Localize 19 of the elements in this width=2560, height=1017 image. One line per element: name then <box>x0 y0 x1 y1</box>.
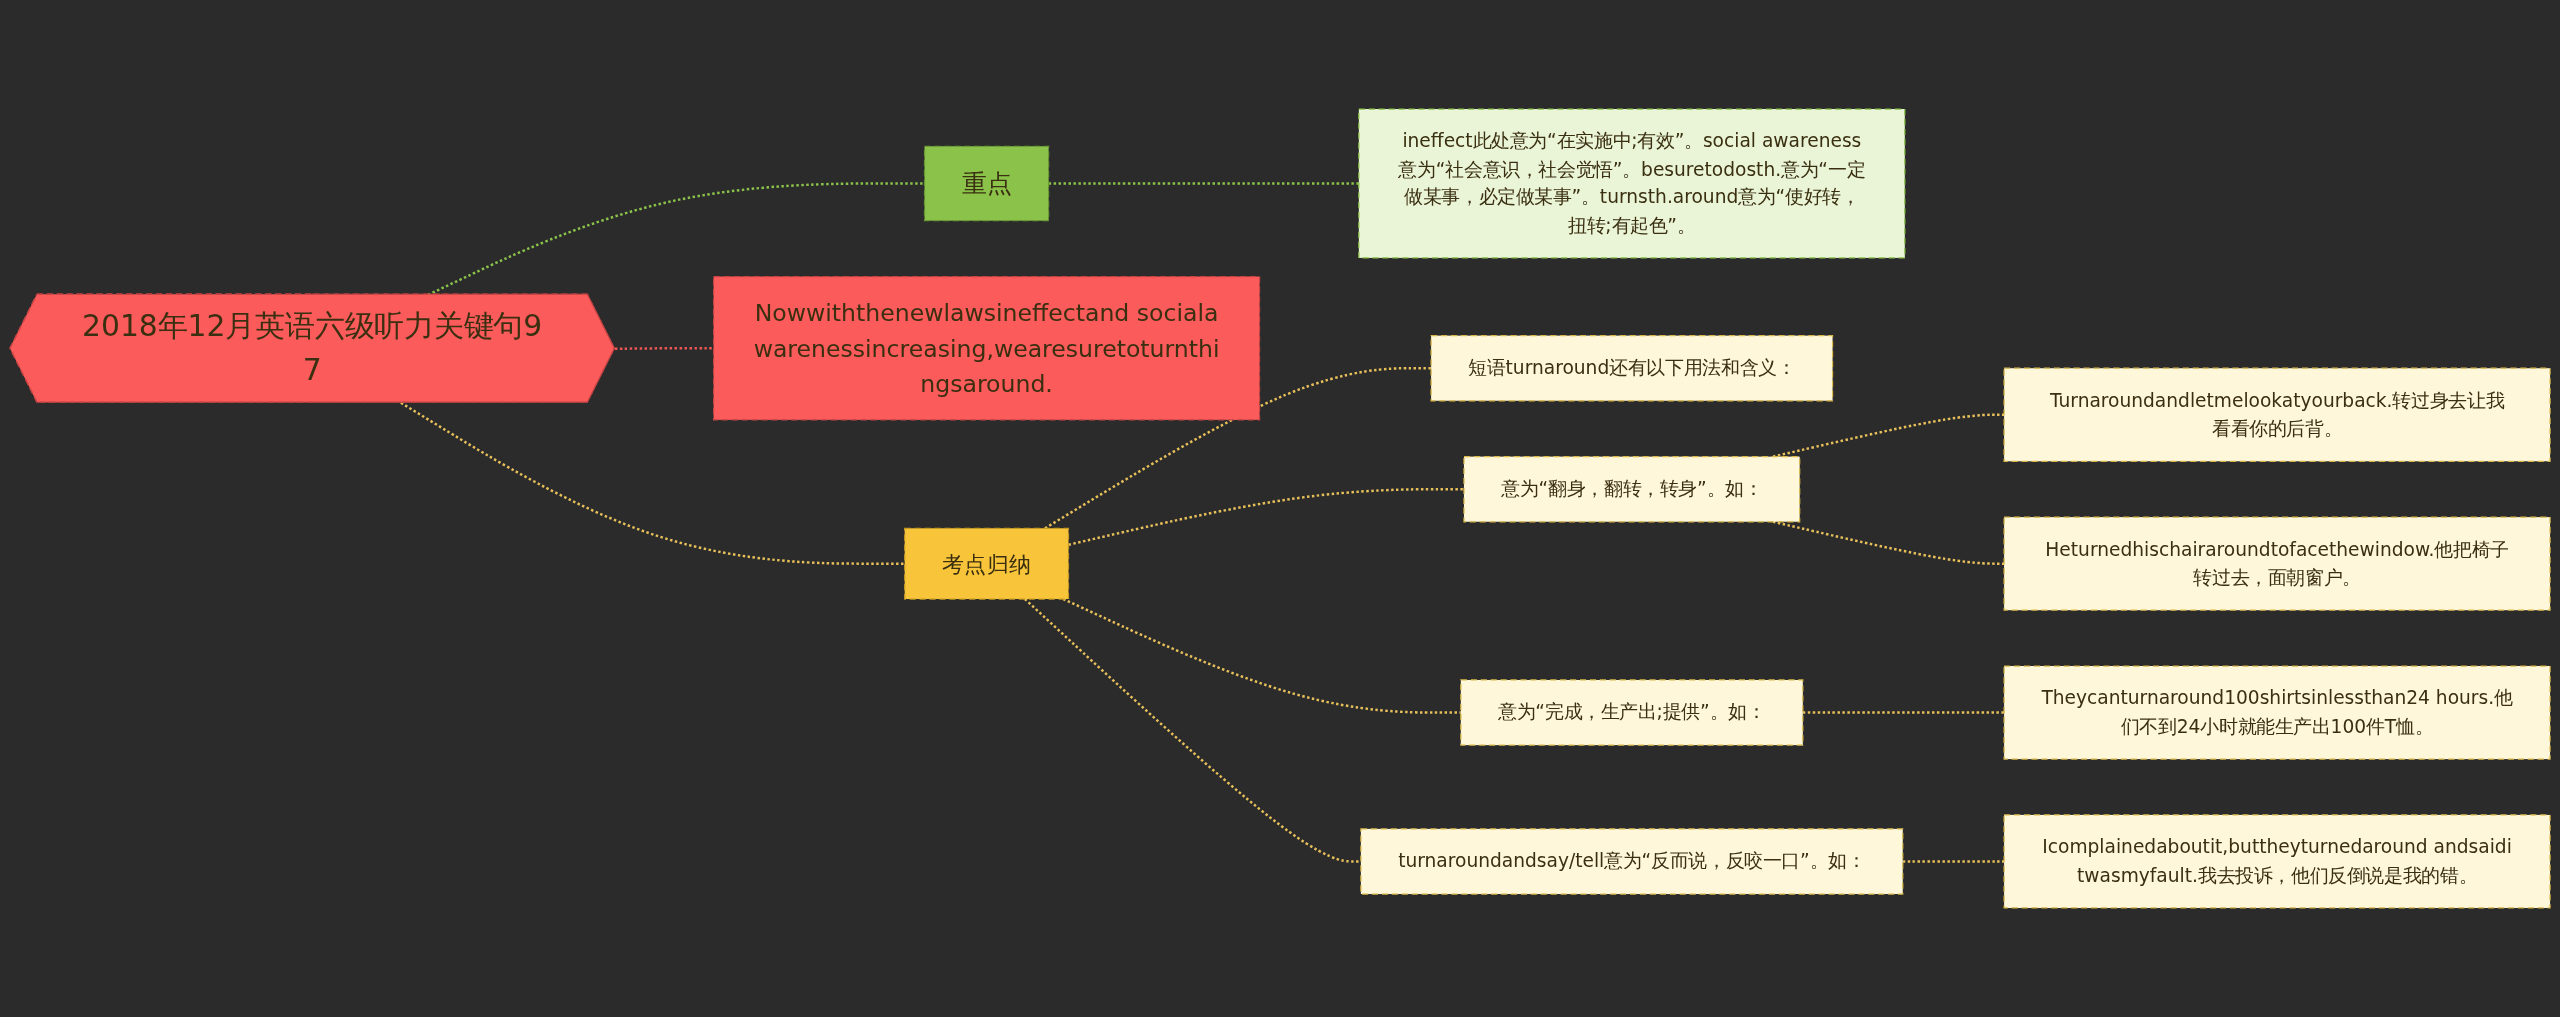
connector <box>1044 366 1432 530</box>
connector <box>400 401 905 565</box>
node-box: turnaroundandsay/tell意为“反而说，反咬一口”。如： <box>1360 828 1904 895</box>
connector <box>614 346 714 351</box>
connector <box>1802 711 2005 714</box>
node-box: 重点 <box>923 145 1050 222</box>
node-box: 意为“翻身，翻转，转身”。如： <box>1463 456 1801 523</box>
connector <box>427 182 925 296</box>
node-box: Icomplainedaboutit,buttheyturnedaround andsaiditwasmyfault.我去投诉，他们反倒说是我的错。 <box>2003 814 2551 909</box>
node-box: 意为“完成，生产出;提供”。如： <box>1460 679 1804 746</box>
node-box: Nowwiththenewlawsineffectand socialawarenessincreasing,wearesuretoturnthingsaround. <box>713 275 1261 421</box>
node-box: 考点归纳 <box>904 527 1070 600</box>
connector <box>1068 487 1464 546</box>
node-box: ineffect此处意为“在实施中;有效”。social awareness意为“社会意识，社会觉悟”。besuretodosth.意为“一定做某事，必定做某事”。turnsth.around意为“使好转，扭转;有起色”。 <box>1358 108 1906 259</box>
node-box: Heturnedhischairaroundtofacethewindow.他把椅子转过去，面朝窗户。 <box>2003 516 2551 611</box>
node-box: 短语turnaround还有以下用法和含义： <box>1430 335 1834 402</box>
connector <box>1024 598 1361 863</box>
node-box: Turnaroundandletmelookatyourback.转过身去让我看看你的后背。 <box>2003 367 2551 462</box>
node-box: Theycanturnaround100shirtsinlessthan24 hours.他们不到24小时就能生产出100件T恤。 <box>2003 665 2551 760</box>
